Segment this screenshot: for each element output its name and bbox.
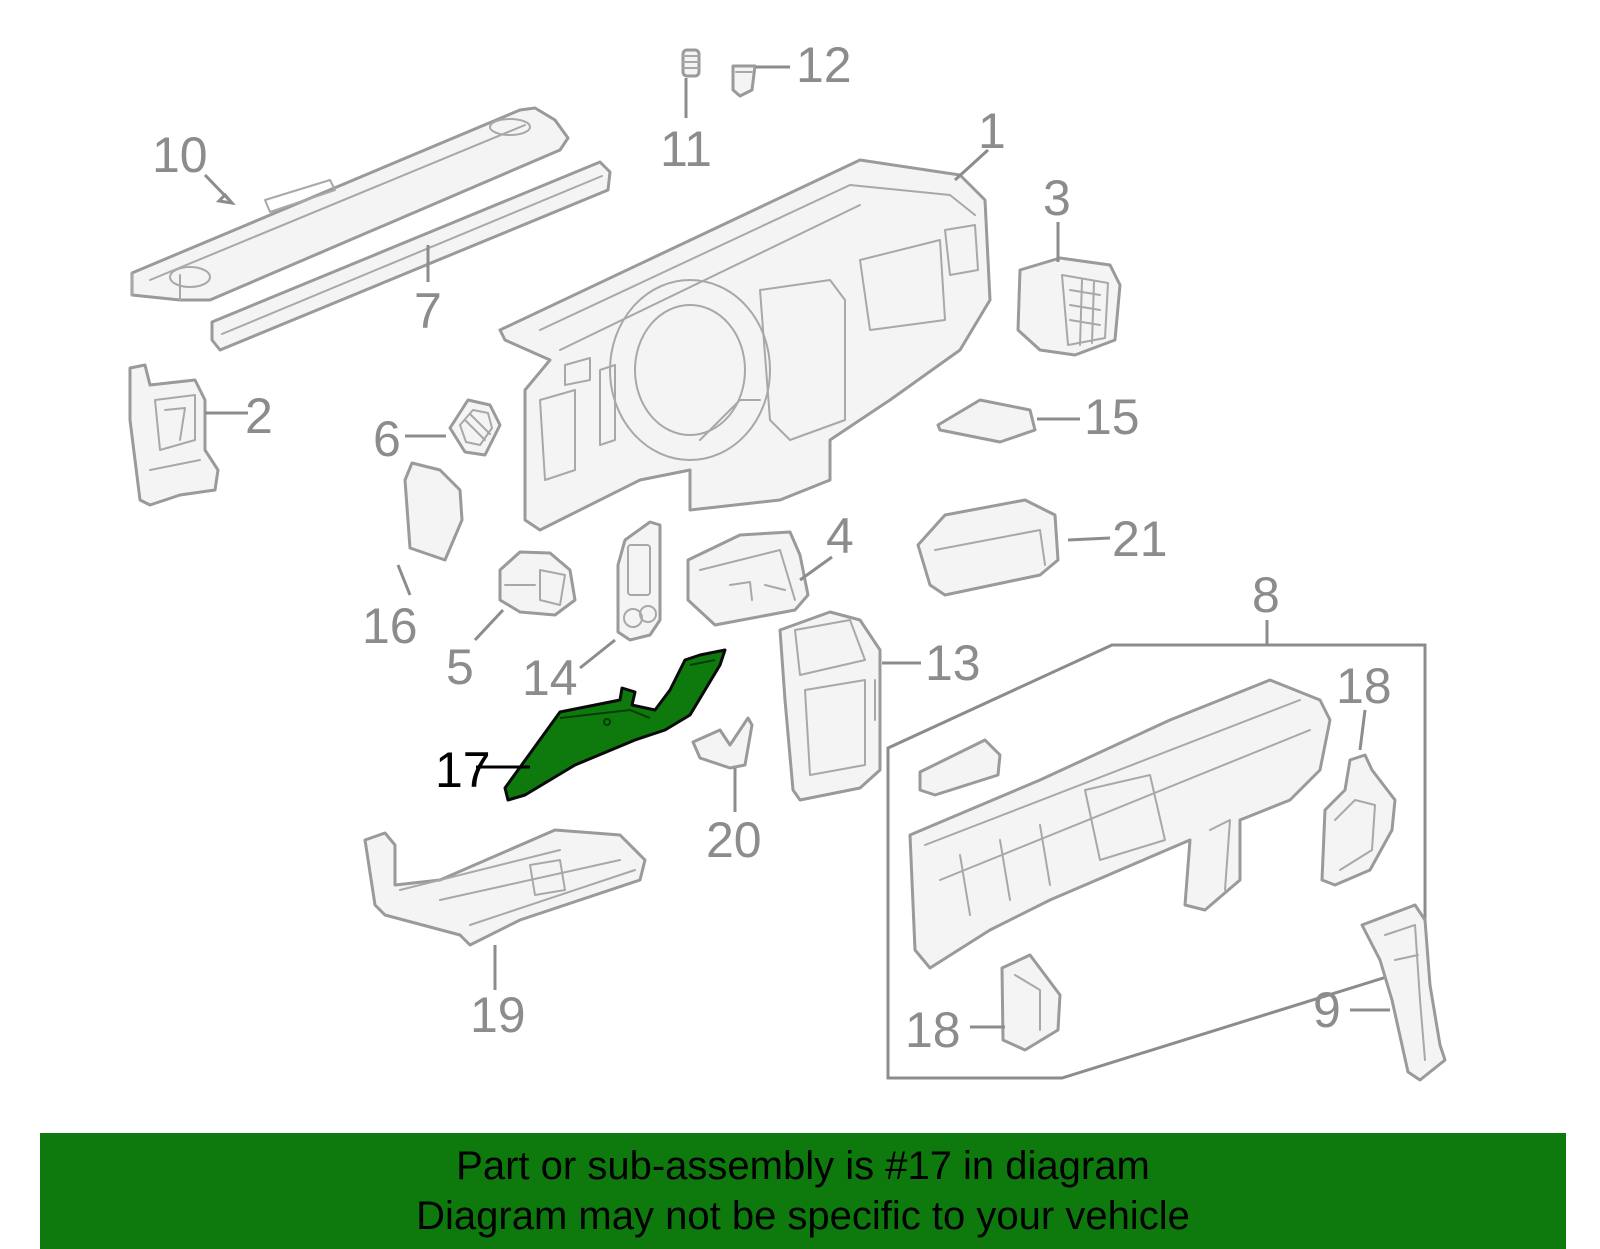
part-18-upper-bracket[interactable] <box>1320 753 1397 887</box>
part-3-right-vent[interactable] <box>1016 256 1122 357</box>
part-6-small-vent[interactable] <box>448 398 502 457</box>
banner-line-2: Diagram may not be specific to your vehi… <box>416 1194 1190 1238</box>
part-4-cluster-housing[interactable] <box>686 530 810 627</box>
callout-10: 10 <box>152 127 208 183</box>
part-11-fastener[interactable] <box>681 48 701 78</box>
part-13-bezel[interactable] <box>778 610 882 802</box>
part-5-switch[interactable] <box>498 550 577 617</box>
callout-14: 14 <box>522 650 578 706</box>
part-7-trim-strip[interactable] <box>210 160 612 352</box>
part-19-lower-bracket[interactable] <box>363 828 647 947</box>
callout-7: 7 <box>414 283 442 339</box>
callout-1: 1 <box>978 103 1006 159</box>
callout-4: 4 <box>826 508 854 564</box>
parts-diagram: 1 2 3 4 5 6 7 8 9 10 11 12 13 14 15 16 1… <box>128 37 1447 1082</box>
callout-20: 20 <box>706 812 762 868</box>
callout-12: 12 <box>796 37 852 93</box>
callout-9: 9 <box>1313 982 1341 1038</box>
callout-11: 11 <box>660 121 712 177</box>
callout-16: 16 <box>362 598 418 654</box>
part-16-panel[interactable] <box>403 461 464 562</box>
part-20-bracket[interactable] <box>691 716 754 770</box>
part-10-reinforcement-bar[interactable] <box>130 106 570 302</box>
part-15-cover[interactable] <box>936 398 1037 444</box>
callout-18-lower: 18 <box>905 1002 961 1058</box>
callout-6: 6 <box>373 411 401 467</box>
banner-line-1: Part or sub-assembly is #17 in diagram <box>456 1144 1150 1188</box>
callout-8: 8 <box>1252 567 1280 623</box>
callout-18-upper: 18 <box>1336 658 1392 714</box>
part-9-side-brace[interactable] <box>1360 903 1447 1082</box>
part-17-knee-bolster-highlighted[interactable] <box>503 648 727 802</box>
part-21-glove-box[interactable] <box>916 498 1060 597</box>
part-1-instrument-panel[interactable] <box>498 158 992 532</box>
part-12-clip[interactable] <box>731 64 757 98</box>
callout-15: 15 <box>1084 389 1140 445</box>
part-14-switch-panel[interactable] <box>616 520 662 642</box>
leader-lines <box>203 65 1390 1029</box>
callout-21: 21 <box>1112 511 1168 567</box>
part-8-small-bracket[interactable] <box>918 738 1002 797</box>
callout-13: 13 <box>925 635 981 691</box>
callout-17: 17 <box>435 742 491 798</box>
part-8-cross-car-beam[interactable] <box>908 678 1332 970</box>
callout-5: 5 <box>446 639 474 695</box>
part-18-lower-bracket[interactable] <box>1000 953 1062 1052</box>
callout-19: 19 <box>470 987 526 1043</box>
callout-3: 3 <box>1043 170 1071 226</box>
callout-labels: 1 2 3 4 5 6 7 8 9 10 11 12 13 14 15 16 1… <box>152 37 1392 1058</box>
info-banner: Part or sub-assembly is #17 in diagram D… <box>40 1133 1566 1249</box>
callout-2: 2 <box>245 388 273 444</box>
part-2-left-vent-bracket[interactable] <box>128 363 220 507</box>
